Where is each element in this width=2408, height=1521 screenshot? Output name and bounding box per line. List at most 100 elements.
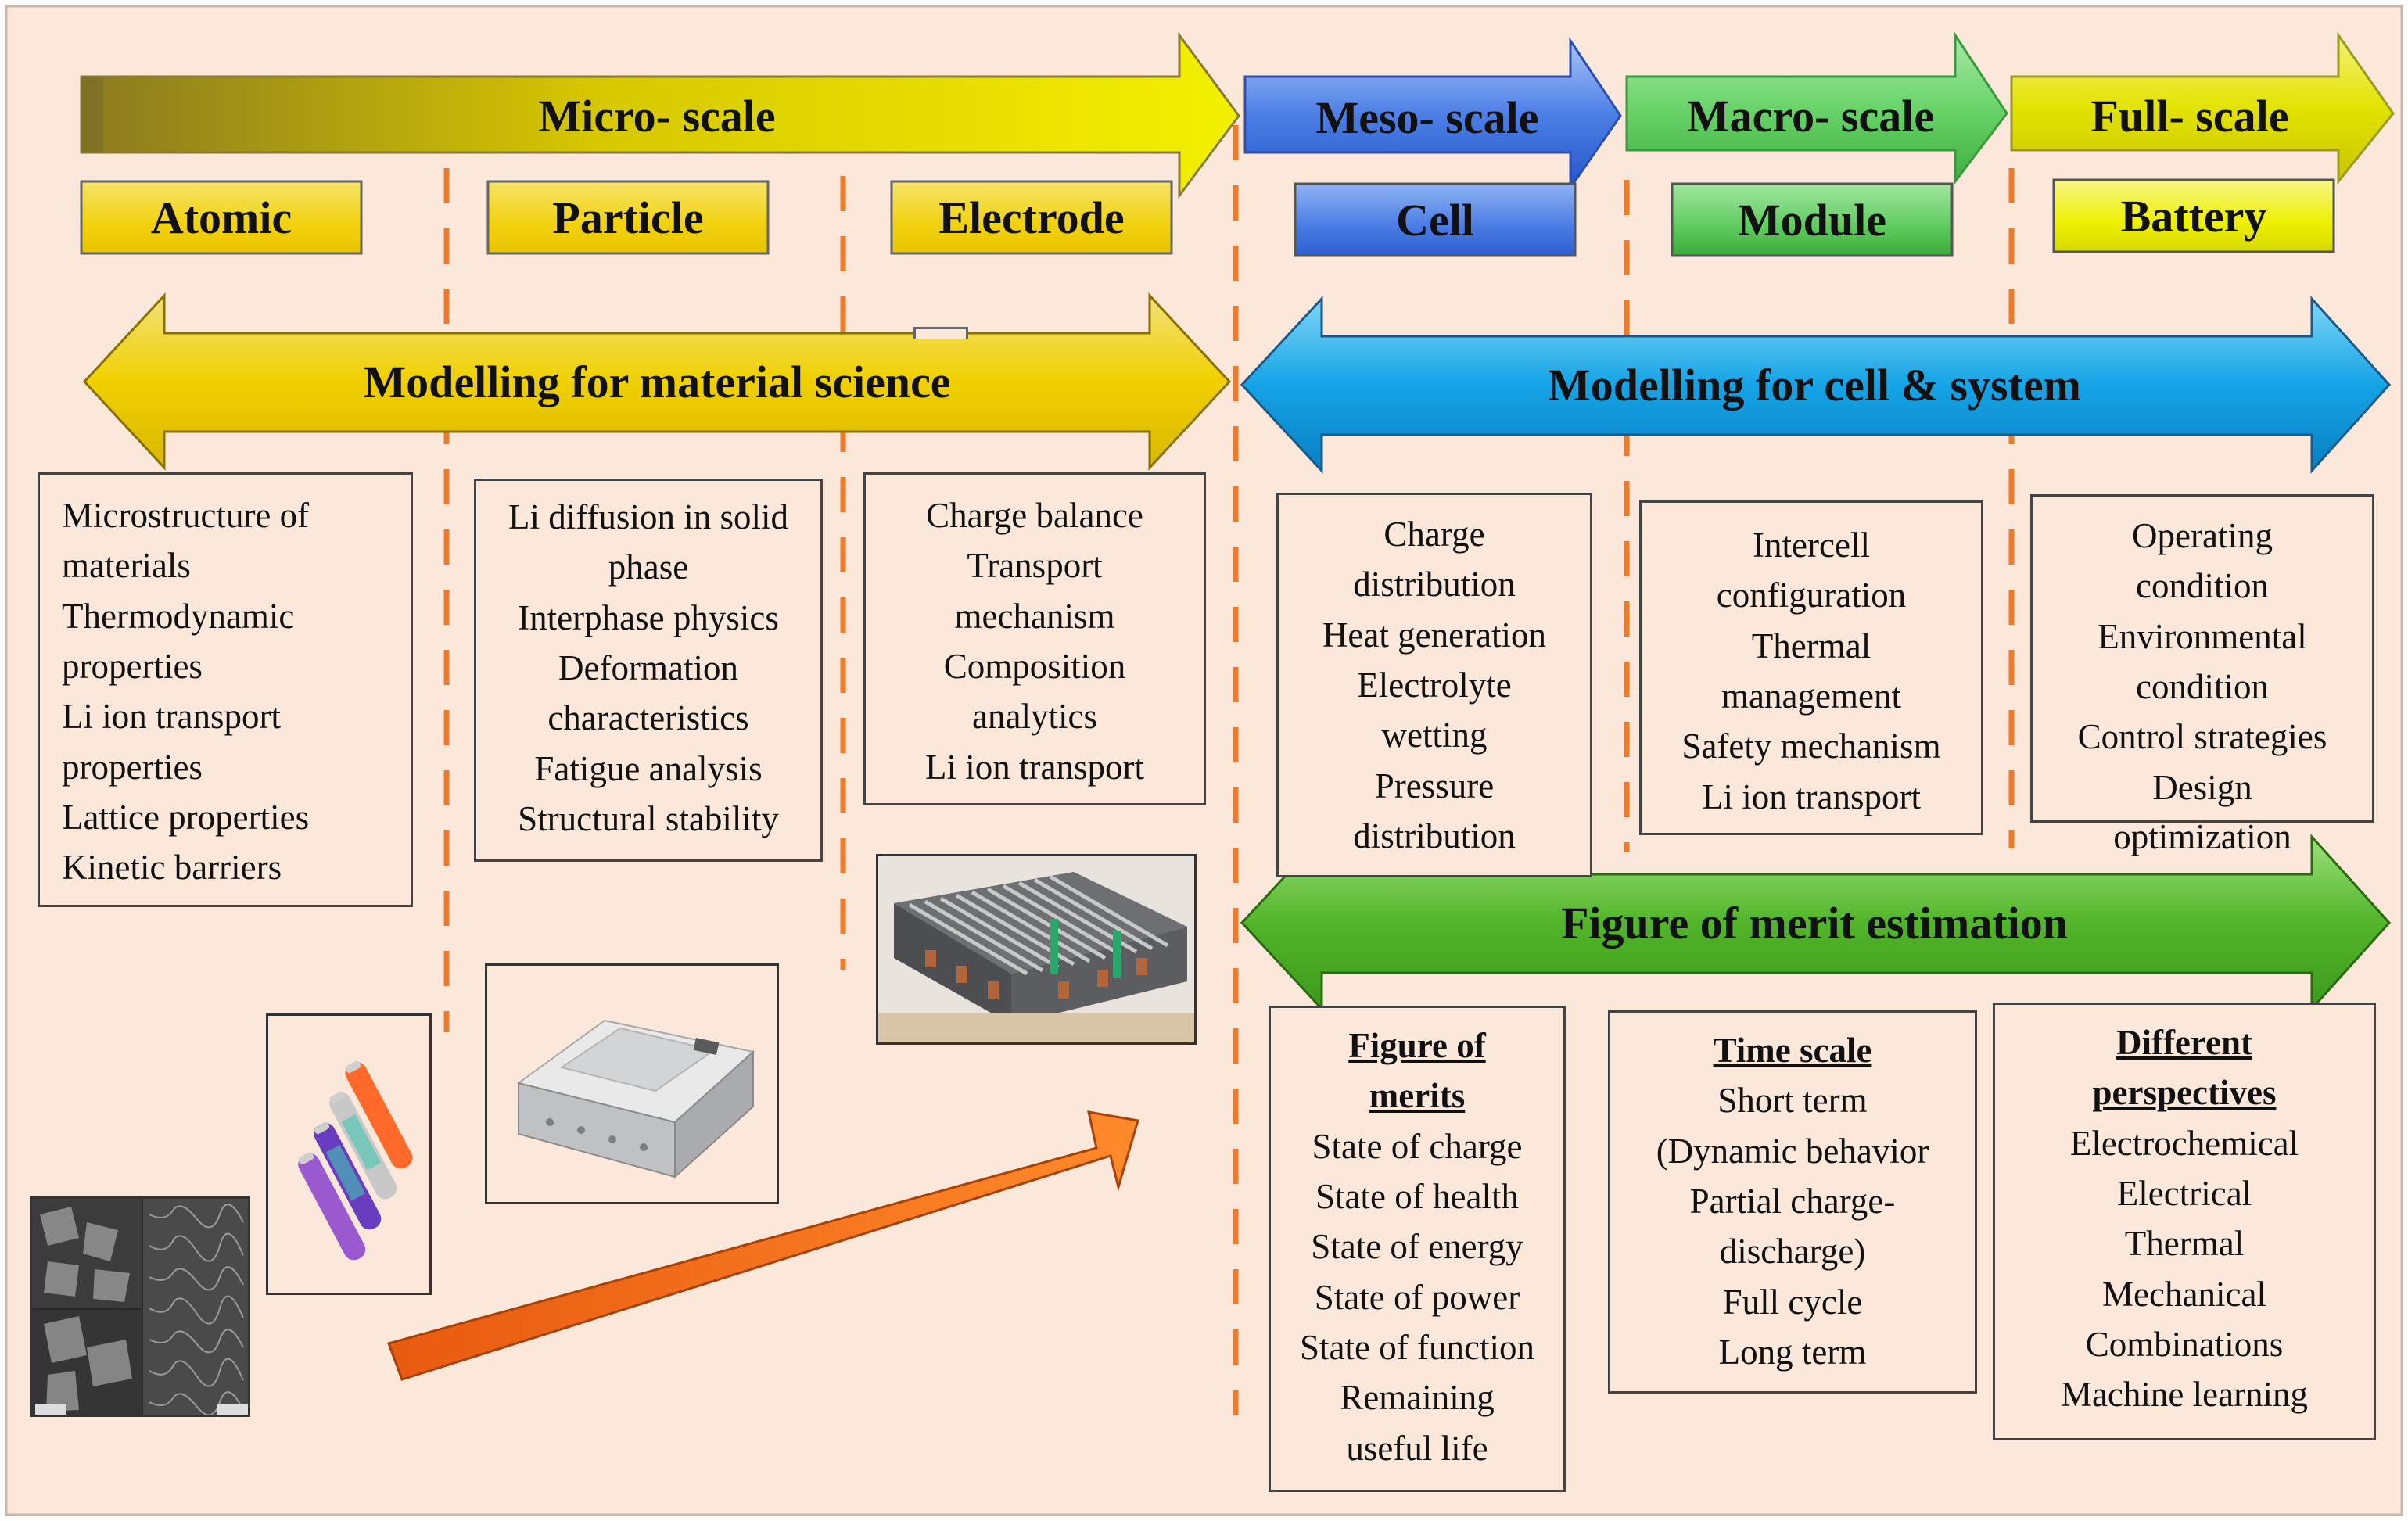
text-line: materials [62, 546, 191, 586]
battery-box-bg [2052, 178, 2335, 253]
text-line: Partial charge- [1689, 1182, 1896, 1221]
text-line: wetting [1381, 716, 1488, 755]
text-line: State of energy [1311, 1227, 1523, 1267]
micro-scale-arrow-tail [81, 77, 103, 152]
atomic-box-bg [80, 180, 363, 255]
sem-micrograph-image [30, 1196, 250, 1417]
text-line: management [1721, 676, 1901, 716]
text-line: Transport [967, 546, 1103, 586]
micro-scale-arrow [80, 31, 1240, 199]
text-line: Li ion transport [1702, 777, 1921, 816]
sem-micrograph-graphic [32, 1199, 248, 1415]
text-line: State of charge [1312, 1126, 1523, 1166]
text-line: Interphase physics [518, 597, 779, 637]
full-scale-label: Full- scale [2090, 90, 2289, 142]
full-scale-arrow [2010, 31, 2395, 185]
electrode-text-box: Charge balance Transport mechanism Compo… [863, 472, 1206, 805]
text-line: analytics [972, 697, 1097, 737]
macro-scale-label: Macro- scale [1686, 90, 1935, 142]
cell-system-arrow [1240, 296, 2392, 474]
text-line: Safety mechanism [1681, 726, 1941, 766]
text-line: Full cycle [1722, 1282, 1863, 1322]
text-line: Deformation [558, 648, 738, 688]
time-scale-box: Time scale Short term (Dynamic behavior … [1608, 1010, 1977, 1394]
text-line: Lattice properties [62, 798, 310, 838]
battery-module-image [876, 854, 1197, 1045]
box-title: merits [1369, 1076, 1466, 1116]
meso-scale-arrow [1243, 37, 1622, 192]
scale-dividers [443, 125, 2015, 1415]
text-line: State of power [1314, 1277, 1520, 1317]
text-line: Short term [1717, 1081, 1868, 1121]
text-line: Intercell [1753, 526, 1870, 565]
text-line: Environmental [2098, 616, 2307, 656]
atomic-text-box: Microstructure of materials Thermodynami… [38, 472, 413, 907]
text-line: Kinetic barriers [62, 848, 282, 888]
text-line: phase [608, 547, 689, 587]
text-line: discharge) [1719, 1232, 1866, 1272]
text-line: condition [2136, 566, 2269, 606]
text-line: Thermal [2124, 1224, 2245, 1264]
text-line: characteristics [547, 698, 749, 738]
text-line: Remaining [1340, 1378, 1495, 1418]
perspectives-box: Different perspectives Electrochemical E… [1993, 1003, 2376, 1440]
prismatic-cell-graphic [516, 1019, 755, 1179]
text-line: Design [2152, 767, 2252, 807]
text-line: Microstructure of [62, 496, 310, 535]
text-line: Electrical [2116, 1174, 2252, 1214]
box-title: Time scale [1713, 1031, 1872, 1070]
prismatic-cell-image [485, 963, 779, 1204]
figure-of-merit-label: Figure of merit estimation [1560, 897, 2069, 949]
text-line: Composition [943, 647, 1126, 687]
level-atomic-label: Atomic [150, 192, 292, 243]
module-text-box: Intercell configuration Thermal manageme… [1639, 500, 1983, 835]
battery-module-graphic [878, 856, 1194, 1042]
level-cell-label: Cell [1396, 194, 1474, 246]
text-line: Li diffusion in solid [508, 497, 788, 536]
text-line: (Dynamic behavior [1656, 1131, 1929, 1171]
text-line: useful life [1346, 1428, 1488, 1468]
box-title: perspectives [2092, 1073, 2277, 1113]
module-box-bg [1671, 182, 1954, 257]
text-line: properties [62, 647, 203, 687]
text-line: Thermal [1751, 626, 1871, 665]
electrode-box-bg [890, 180, 1173, 255]
text-line: Thermodynamic [62, 596, 295, 636]
text-line: Heat generation [1322, 615, 1547, 655]
battery-overflow-line: optimization [2113, 817, 2291, 856]
text-line: Pressure [1374, 766, 1495, 805]
text-line: configuration [1716, 576, 1907, 615]
text-line: Charge [1383, 515, 1485, 554]
text-line: Mechanical [2102, 1274, 2266, 1314]
text-line: Li ion transport [62, 697, 281, 737]
cell-text-box: Charge distribution Heat generation Elec… [1276, 493, 1592, 877]
material-science-arrow [82, 292, 1232, 471]
cell-box-bg [1294, 182, 1577, 257]
text-line: Long term [1718, 1333, 1867, 1372]
text-line: Fatigue analysis [534, 748, 763, 788]
box-title: Figure of [1348, 1026, 1486, 1065]
cylindrical-cells-image [266, 1013, 432, 1295]
text-line: Electrolyte [1357, 665, 1512, 705]
text-line: properties [62, 747, 203, 787]
cylindrical-cells-graphic [298, 1060, 413, 1261]
box-title: Different [2116, 1023, 2253, 1062]
battery-text-box: Operating condition Environmental condit… [2030, 494, 2374, 823]
text-line: Electrochemical [2069, 1123, 2299, 1163]
marker-tab [913, 327, 968, 339]
particle-box-bg [486, 180, 770, 255]
level-electrode-label: Electrode [938, 192, 1125, 243]
text-line: Combinations [2085, 1325, 2284, 1365]
level-module-label: Module [1737, 194, 1887, 246]
meso-scale-label: Meso- scale [1315, 91, 1539, 143]
text-line: Structural stability [518, 799, 779, 839]
text-line: Operating [2132, 516, 2273, 555]
text-line: distribution [1353, 816, 1516, 856]
macro-scale-arrow [1625, 31, 2008, 185]
text-line: Li ion transport [925, 747, 1144, 787]
material-science-label: Modelling for material science [363, 356, 951, 407]
level-particle-label: Particle [552, 192, 704, 243]
progression-arrow [387, 1110, 1139, 1381]
